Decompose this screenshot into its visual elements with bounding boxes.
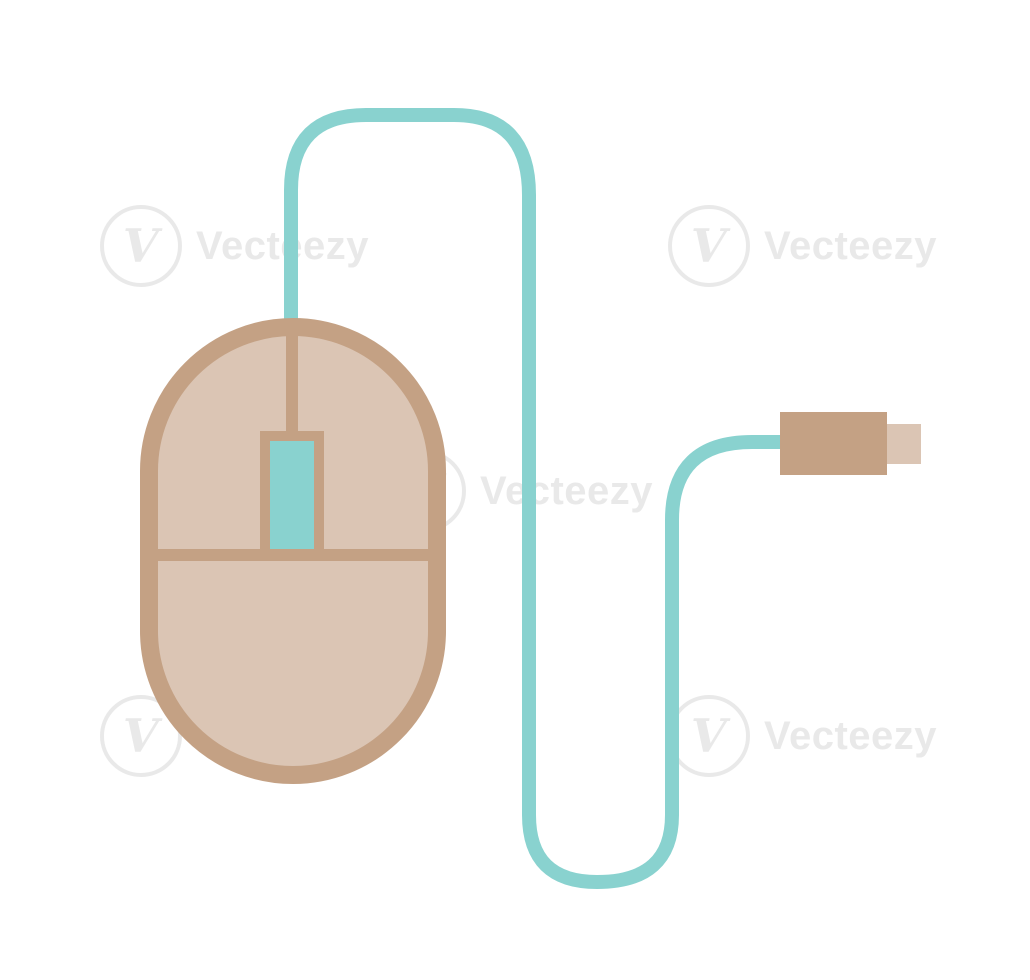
usb-connector-tip [887,424,921,464]
scroll-wheel [260,431,324,559]
usb-connector-body [780,412,887,475]
mouse-cable [284,108,791,889]
